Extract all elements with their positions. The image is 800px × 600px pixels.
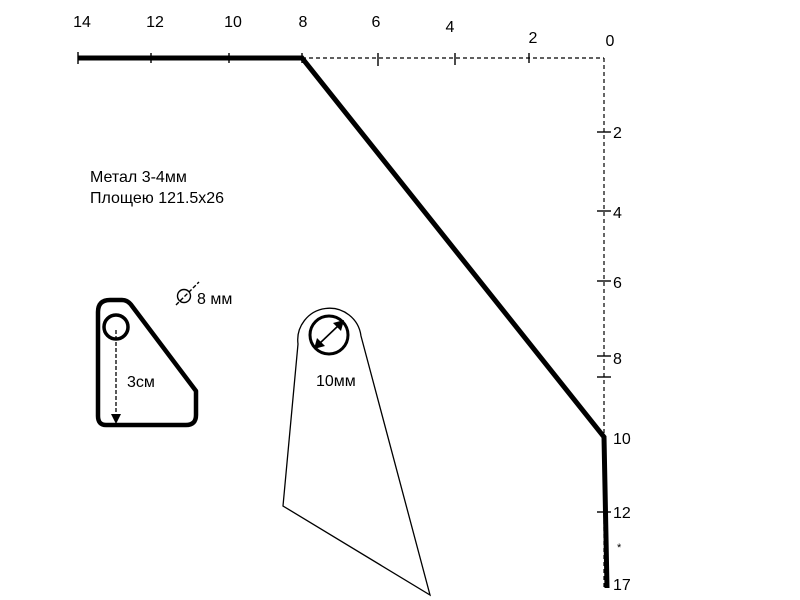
asterisk-mark: * <box>617 542 622 554</box>
area-text: Площею 121.5х26 <box>90 190 225 207</box>
right-label-2: 2 <box>613 125 622 142</box>
hole-small-label: 8 мм <box>197 291 232 308</box>
right-label-17: 17 <box>613 577 631 594</box>
top-label-2: 2 <box>529 30 538 47</box>
top-label-8: 8 <box>299 14 308 31</box>
small-plate-hole <box>102 313 130 341</box>
top-label-6: 6 <box>372 14 381 31</box>
large-plate-outline <box>282 307 432 597</box>
top-label-10: 10 <box>224 14 242 31</box>
small-plate-outline <box>95 297 199 428</box>
top-label-0: 0 <box>606 33 615 50</box>
material-text: Метал 3-4мм <box>90 169 187 186</box>
right-label-8: 8 <box>613 351 622 368</box>
material-note: Метал 3-4мм Площею 121.5х26 <box>90 167 224 209</box>
height-label: 3см <box>127 374 155 391</box>
hole-large-label: 10мм <box>316 373 356 390</box>
diameter-circle <box>176 288 192 304</box>
top-label-14: 14 <box>73 14 91 31</box>
right-label-6: 6 <box>613 275 622 292</box>
diameter-symbol <box>175 281 200 306</box>
hole-diameter-line <box>318 324 340 345</box>
top-label-4: 4 <box>446 19 455 36</box>
large-plate-hole <box>308 314 350 356</box>
right-label-4: 4 <box>613 205 622 222</box>
right-label-10: 10 <box>613 431 631 448</box>
hole-arrow-head-a <box>314 338 325 349</box>
hole-arrow-head-b <box>333 320 344 331</box>
right-axis-labels: 2 4 6 8 10 12 17 <box>613 125 631 594</box>
diameter-slash <box>175 281 200 306</box>
right-label-12: 12 <box>613 505 631 522</box>
bracket-profile <box>78 55 610 589</box>
top-axis-labels: 14 12 10 8 6 4 2 0 <box>73 14 614 50</box>
top-label-12: 12 <box>146 14 164 31</box>
right-axis-ticks <box>597 131 611 513</box>
height-arrow-head <box>111 414 121 424</box>
